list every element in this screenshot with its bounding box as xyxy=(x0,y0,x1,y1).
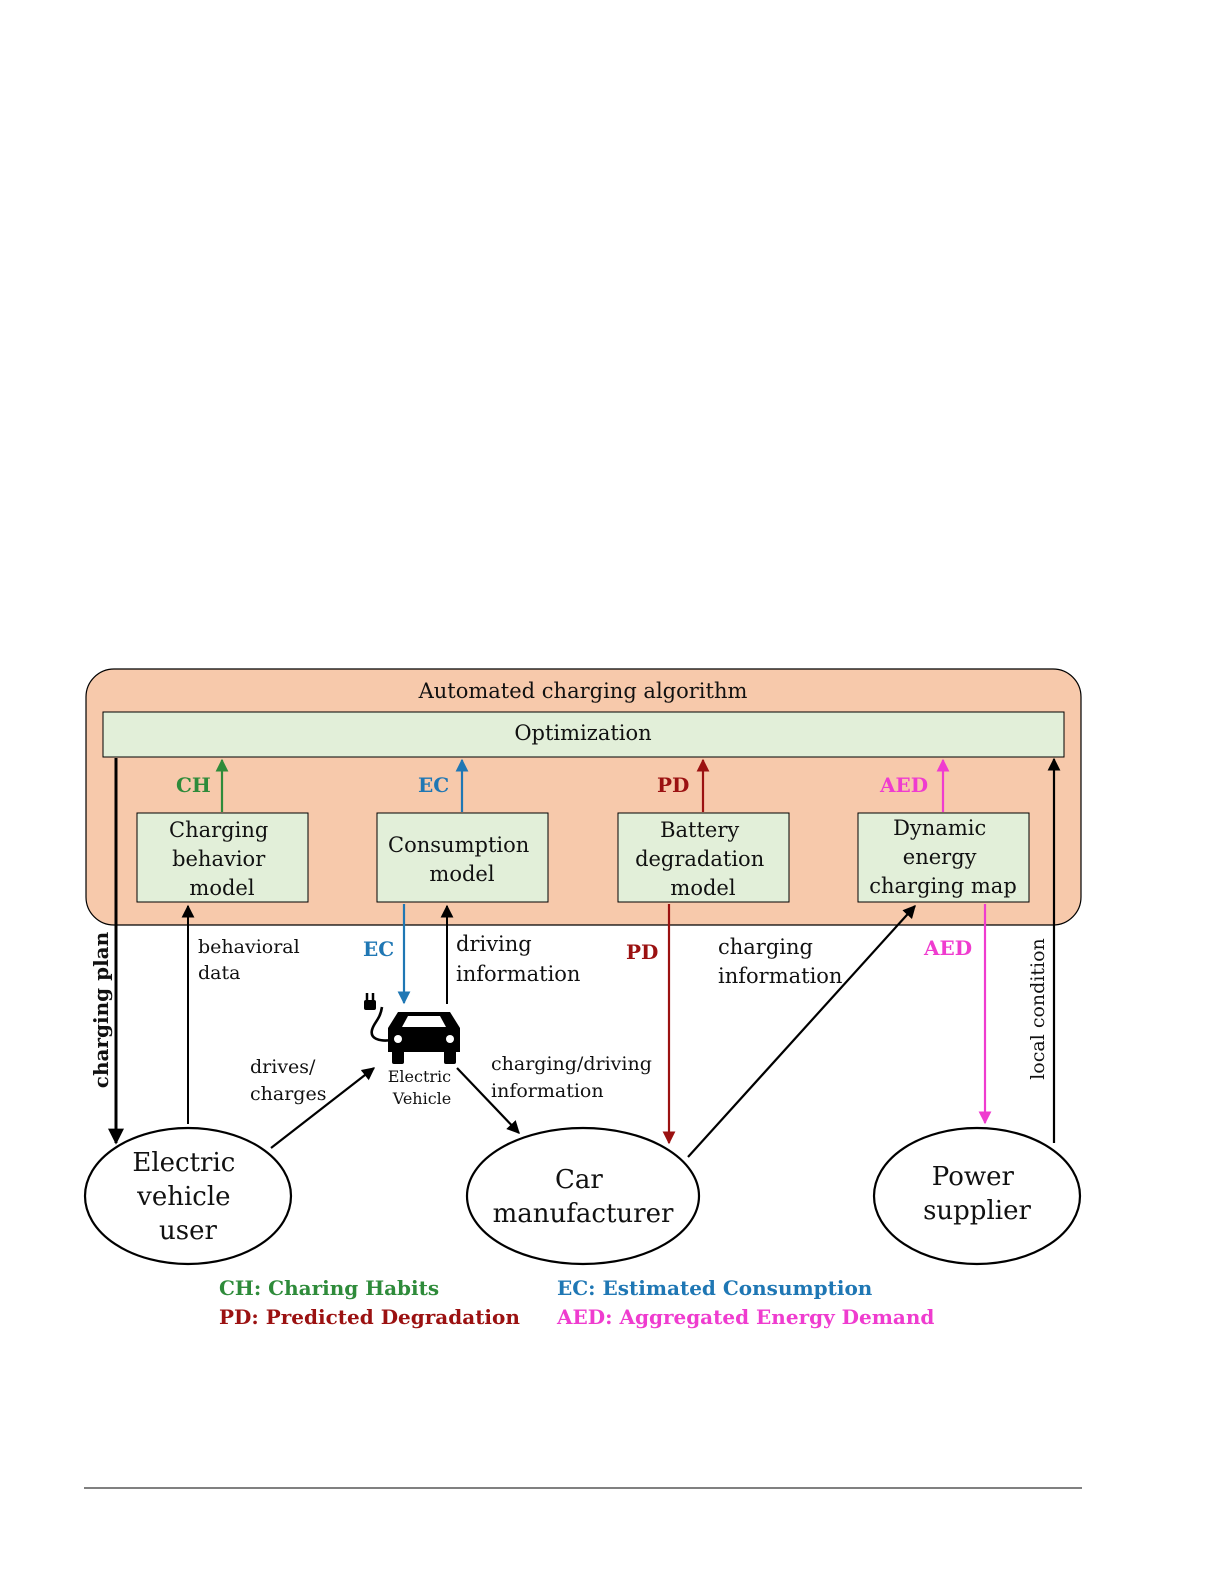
ec-down-label: EC xyxy=(363,937,394,961)
energy-charging-map-label: Dynamic energy charging map xyxy=(869,816,1017,898)
energy-charging-map-box xyxy=(857,812,1030,903)
legend-aed: AED: Aggregated Energy Demand xyxy=(556,1305,934,1329)
aed-down-label: AED xyxy=(923,936,972,960)
legend-ec: EC: Estimated Consumption xyxy=(557,1276,873,1300)
driving-information-label: driving information xyxy=(456,932,580,986)
charging-plan-label: charging plan xyxy=(89,931,113,1088)
pd-down-label: PD xyxy=(626,940,658,964)
behavioral-data-label: behavioral data xyxy=(198,936,306,984)
charging-information-arrow xyxy=(687,905,916,1158)
power-supplier-label: Power supplier xyxy=(923,1162,1031,1226)
legend: CH: Charing Habits EC: Estimated Consump… xyxy=(219,1276,934,1329)
car-manufacturer-label: Car manufacturer xyxy=(493,1165,674,1229)
consumption-model-box xyxy=(376,812,549,903)
drives-charges-arrow xyxy=(270,1067,376,1149)
charging-information-label: charging information xyxy=(718,935,842,988)
ec-label: EC xyxy=(418,773,449,797)
vehicle-label: Electric Vehicle xyxy=(388,1067,456,1108)
optimization-label: Optimization xyxy=(514,721,651,745)
car-manufacturer-node xyxy=(465,1126,701,1266)
ev-user-label: Electric vehicle user xyxy=(132,1148,243,1246)
ev-car-icon xyxy=(364,993,460,1064)
charging-driving-information-arrow xyxy=(456,1067,520,1134)
optimization-box xyxy=(102,711,1065,758)
legend-pd: PD: Predicted Degradation xyxy=(219,1305,520,1329)
charging-driving-information-label: charging/driving information xyxy=(491,1053,658,1102)
battery-degradation-model-label: Battery degradation model xyxy=(635,818,771,900)
ch-label: CH xyxy=(176,773,211,797)
pd-label: PD xyxy=(657,773,689,797)
battery-degradation-model-box xyxy=(617,812,790,903)
charging-behavior-model-label: Charging behavior model xyxy=(169,818,275,900)
local-condition-label: local condition xyxy=(1027,938,1049,1080)
aed-label: AED xyxy=(879,773,928,797)
consumption-model-label: Consumption model xyxy=(388,833,536,886)
ev-user-node xyxy=(83,1126,293,1266)
power-supplier-node xyxy=(872,1126,1082,1266)
drives-charges-label: drives/ charges xyxy=(250,1056,326,1105)
charging-behavior-model-box xyxy=(136,812,309,903)
algorithm-title: Automated charging algorithm xyxy=(418,679,748,703)
legend-ch: CH: Charing Habits xyxy=(219,1276,439,1300)
